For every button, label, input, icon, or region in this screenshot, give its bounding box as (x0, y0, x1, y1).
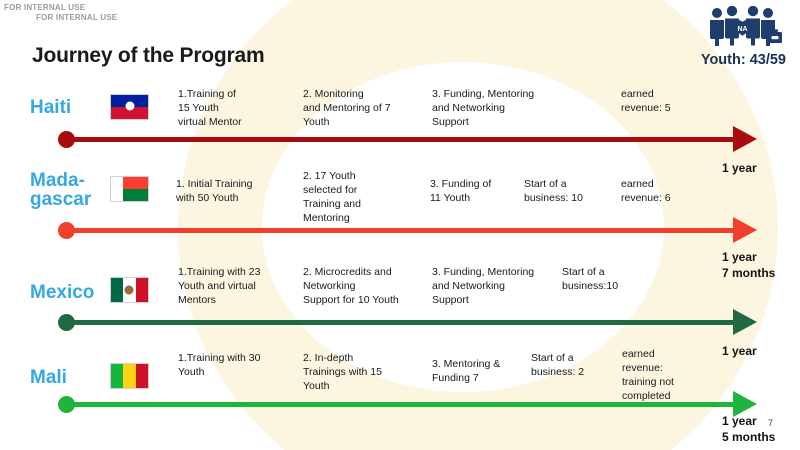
duration-madagascar-line1: 1 year (722, 250, 757, 264)
haiti-flag (110, 94, 149, 120)
internal-use-mark-secondary: FOR INTERNAL USE (36, 13, 118, 22)
mali-flag (110, 363, 149, 389)
timeline-line-mexico (66, 320, 733, 325)
timeline-line-madagascar (66, 228, 733, 233)
duration-mali: 1 year 5 months (722, 414, 775, 445)
timeline-line-haiti (66, 137, 733, 142)
madagascar-flag (110, 176, 149, 202)
timeline-arrow-madagascar (733, 217, 757, 243)
internal-use-mark-primary: FOR INTERNAL USE (4, 3, 86, 12)
timeline-arrow-haiti (733, 126, 757, 152)
duration-mali-line2: 5 months (722, 429, 776, 444)
duration-madagascar: 1 year 7 months (722, 250, 775, 281)
page-number: 7 (768, 418, 774, 428)
duration-haiti: 1 year (722, 161, 757, 175)
milestone-mali-3: 3. Mentoring &Funding 7 (432, 358, 501, 384)
duration-mali-line1: 1 year (722, 414, 757, 428)
country-label-haiti: Haiti (30, 97, 72, 118)
country-label-madagascar: Mada- gascar (30, 171, 91, 210)
duration-mexico: 1 year (722, 344, 757, 358)
country-label-mali: Mali (30, 367, 67, 388)
mexico-flag (110, 277, 149, 303)
logo-monogram: NA (737, 26, 747, 33)
timeline-arrow-mali (733, 391, 757, 417)
duration-madagascar-line2: 7 months (722, 265, 776, 280)
country-label-madagascar-line2: gascar (30, 189, 92, 211)
page-title: Journey of the Program (32, 44, 265, 67)
youth-count-badge: Youth: 43/59 (700, 52, 786, 68)
timeline-arrow-mexico (733, 309, 757, 335)
country-label-madagascar-line1: Mada- (30, 170, 85, 191)
timeline-line-mali (66, 402, 733, 407)
background-ellipse-inner (262, 62, 664, 392)
country-label-mexico: Mexico (30, 282, 95, 303)
na-youth-logo: NA (706, 6, 782, 48)
